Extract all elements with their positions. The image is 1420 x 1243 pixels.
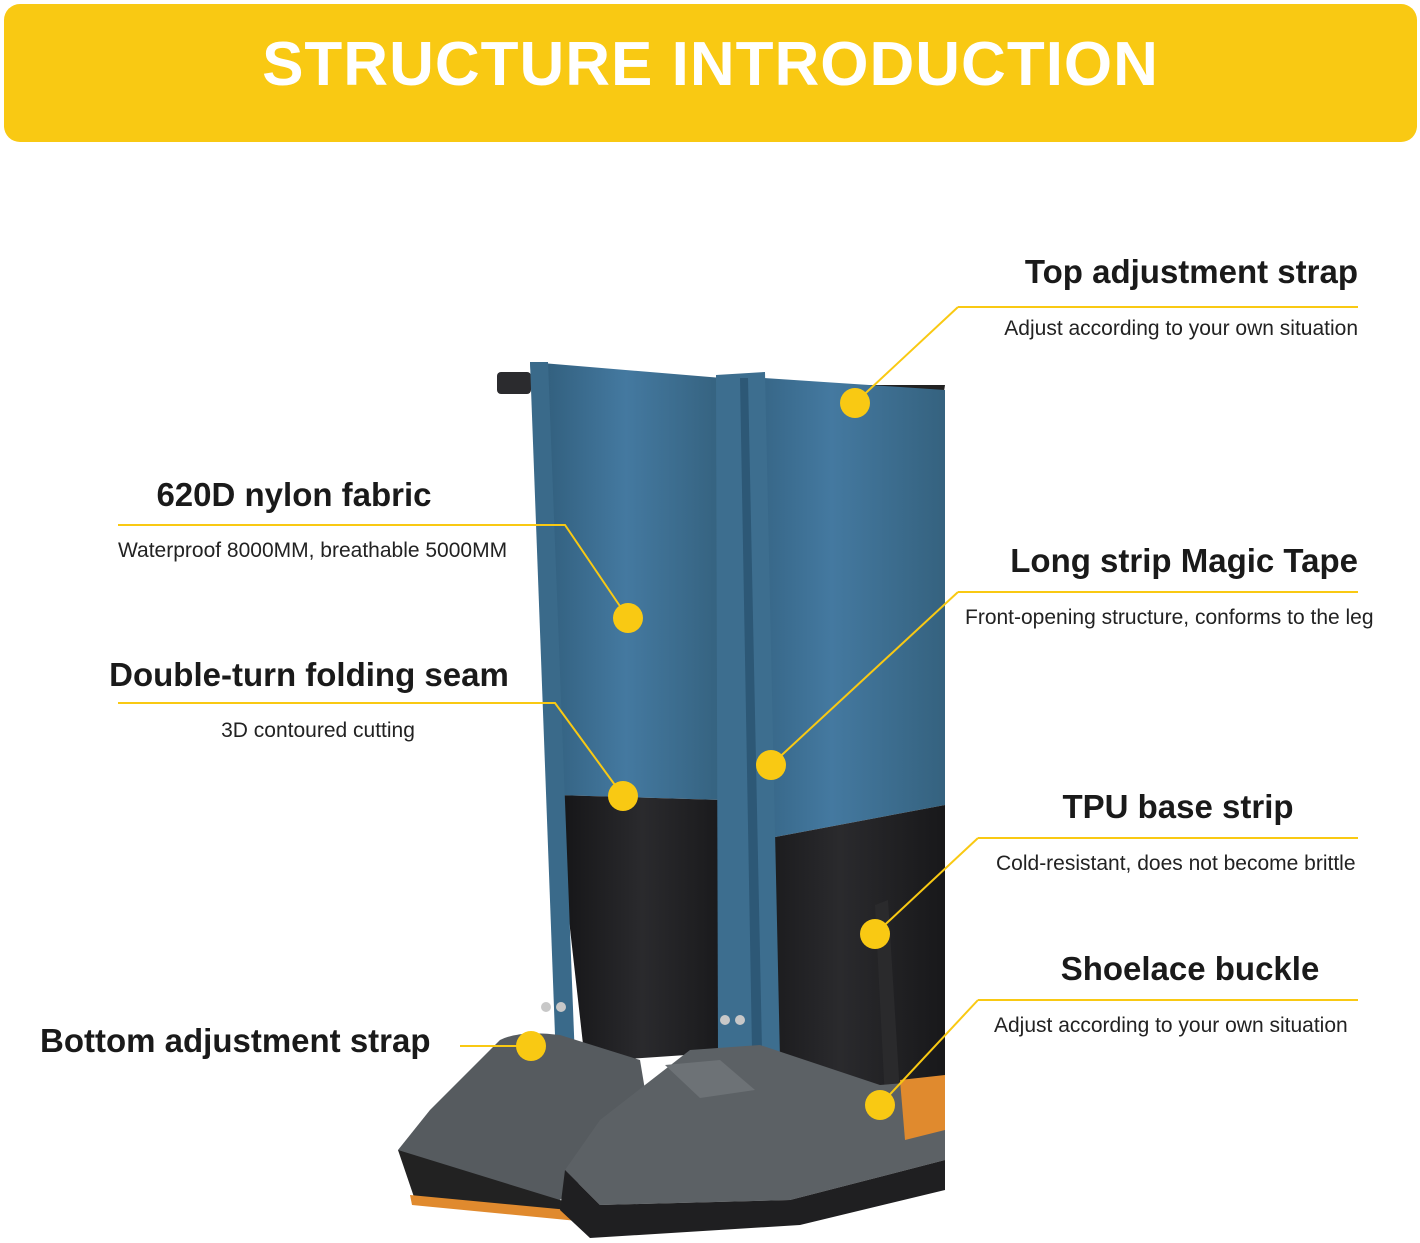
banner-title: STRUCTURE INTRODUCTION: [262, 30, 1159, 99]
callout-nylon-fabric: 620D nylon fabric: [118, 478, 470, 511]
callout-title: TPU base strip: [1062, 788, 1294, 825]
left-top-buckle: [497, 372, 531, 394]
left-gaiter-black-lower: [555, 795, 730, 1062]
left-boot-sole-accent: [410, 1195, 590, 1222]
callout-folding-seam-desc: 3D contoured cutting: [118, 720, 518, 741]
callout-shoelace-buckle-desc: Adjust according to your own situation: [994, 1015, 1374, 1036]
dot-tpu-strip: [860, 919, 890, 949]
callout-connectors: [460, 306, 979, 1106]
callout-title: Double-turn folding seam: [109, 656, 509, 693]
callout-description: Cold-resistant, does not become brittle: [996, 852, 1356, 875]
right-boot-upper: [565, 1045, 945, 1205]
connector-shoelace-buckle: [879, 999, 979, 1106]
dot-top-strap: [840, 388, 870, 418]
left-rivet: [556, 1002, 566, 1012]
callout-top-strap: Top adjustment strap: [958, 255, 1358, 288]
connector-nylon-fabric: [470, 524, 629, 619]
underline-folding-seam: [118, 702, 520, 704]
connector-top-strap: [854, 306, 959, 404]
underline-top-strap: [958, 306, 1358, 308]
callout-title: Top adjustment strap: [1024, 253, 1358, 290]
left-front-seam: [530, 362, 575, 1062]
boots: [398, 1033, 945, 1238]
dot-folding-seam: [608, 781, 638, 811]
callout-top-strap-desc: Adjust according to your own situation: [958, 318, 1358, 339]
callout-title: Long strip Magic Tape: [1010, 542, 1358, 579]
left-rivet: [541, 1002, 551, 1012]
right-boot-sole: [560, 1160, 945, 1238]
right-gaiter-blue-upper: [718, 375, 945, 838]
left-gaiter: [497, 362, 730, 1062]
callout-description: Waterproof 8000MM, breathable 5000MM: [118, 539, 508, 562]
callout-magic-tape: Long strip Magic Tape: [958, 544, 1358, 577]
right-gaiter: [716, 372, 945, 1120]
callout-tpu-strip: TPU base strip: [978, 790, 1378, 823]
title-banner: STRUCTURE INTRODUCTION: [4, 4, 1417, 142]
right-rivet: [735, 1015, 745, 1025]
left-gaiter-blue-upper: [530, 362, 722, 800]
callout-description: Adjust according to your own situation: [1004, 317, 1358, 340]
callout-title: Bottom adjustment strap: [40, 1022, 431, 1059]
connector-folding-seam: [520, 702, 624, 797]
magic-tape-edge: [740, 378, 762, 1050]
callout-title: Shoelace buckle: [1060, 950, 1320, 987]
callout-folding-seam: Double-turn folding seam: [98, 658, 520, 691]
tpu-strap: [875, 900, 900, 1100]
callout-description: Front-opening structure, conforms to the…: [965, 606, 1374, 629]
underline-tpu-strip: [978, 837, 1358, 839]
callout-nylon-fabric-desc: Waterproof 8000MM, breathable 5000MM: [118, 540, 518, 561]
callout-description: 3D contoured cutting: [221, 719, 415, 742]
callout-bottom-strap: Bottom adjustment strap: [40, 1024, 460, 1057]
connector-magic-tape: [770, 591, 959, 766]
connector-tpu-strip: [874, 837, 979, 935]
underline-magic-tape: [958, 591, 1358, 593]
dot-nylon-fabric: [613, 603, 643, 633]
dot-shoelace-buckle: [865, 1090, 895, 1120]
right-boot-heel-accent: [900, 1075, 945, 1140]
callout-description: Adjust according to your own situation: [994, 1014, 1348, 1037]
callout-magic-tape-desc: Front-opening structure, conforms to the…: [965, 607, 1385, 628]
dot-bottom-strap: [516, 1031, 546, 1061]
callout-title: 620D nylon fabric: [156, 476, 432, 513]
right-rivet: [720, 1015, 730, 1025]
dot-magic-tape: [756, 750, 786, 780]
callout-shoelace-buckle: Shoelace buckle: [1000, 952, 1380, 985]
underline-shoelace-buckle: [978, 999, 1358, 1001]
callout-tpu-strip-desc: Cold-resistant, does not become brittle: [996, 853, 1376, 874]
callout-dots: [516, 388, 895, 1120]
laces: [665, 1060, 755, 1098]
underline-nylon-fabric: [118, 524, 470, 526]
